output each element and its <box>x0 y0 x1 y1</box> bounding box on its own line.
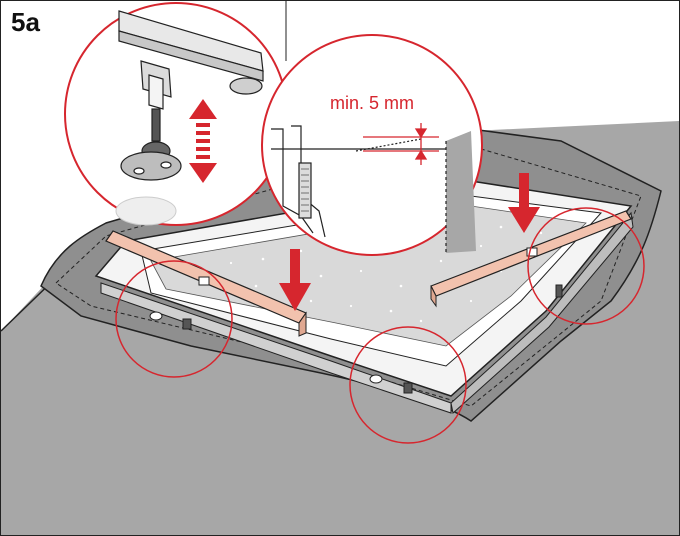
detail-circle-left <box>115 260 233 378</box>
magnified-gap-detail <box>261 34 483 256</box>
step-label: 5a <box>11 7 40 37</box>
tray-feet <box>149 284 563 394</box>
detail-circle-right <box>527 207 645 325</box>
gravel-fill <box>150 205 587 347</box>
up-down-arrow-icon <box>189 99 217 183</box>
adjustable-foot-icon <box>118 10 264 181</box>
down-arrow-icon <box>279 249 311 311</box>
dimension-label: min. 5 mm <box>330 93 415 113</box>
detail-circle-bottom <box>349 326 467 444</box>
down-arrow-icon <box>508 173 540 233</box>
dimension-marker <box>363 123 439 165</box>
gap-detail-drawing <box>271 125 476 253</box>
